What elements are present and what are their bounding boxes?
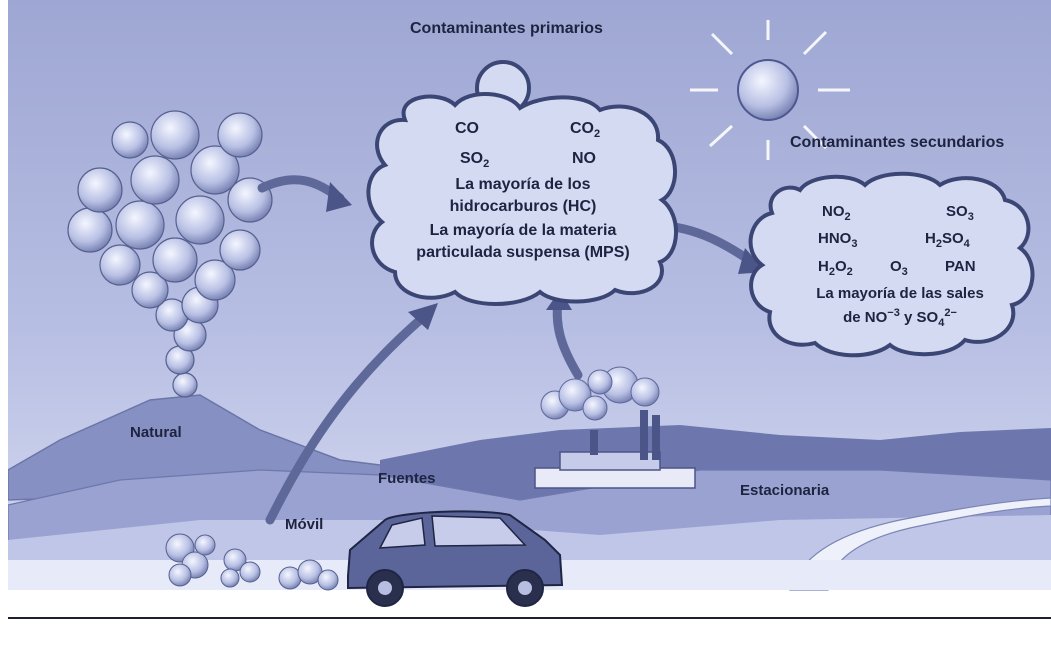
sun-icon — [690, 20, 850, 160]
formula-so2: SO2 — [460, 150, 489, 170]
label-natural: Natural — [130, 424, 182, 441]
no2-subscript: 2 — [844, 211, 851, 223]
formula-h2o2: H2O2 — [818, 258, 853, 278]
formula-o3: O3 — [890, 258, 908, 278]
secondary-salts-line1: La mayoría de las sales — [816, 285, 984, 302]
h2o2-h: H — [818, 258, 829, 275]
hno3-base: HNO — [818, 230, 852, 247]
co2-base: CO — [570, 120, 594, 137]
no2-base: NO — [822, 203, 845, 220]
formula-so3: SO3 — [946, 203, 974, 223]
h2o2-o: O — [834, 258, 847, 275]
co2-subscript: 2 — [594, 128, 601, 141]
hno3-subscript: 3 — [851, 238, 858, 250]
primary-mps-line1: La mayoría de la materia — [429, 222, 617, 239]
primary-pollutant-cloud — [366, 60, 678, 306]
formula-co: CO — [455, 120, 479, 137]
o3-base: O — [890, 258, 902, 275]
formula-no2: NO2 — [822, 203, 851, 223]
so2-subscript: 2 — [483, 158, 490, 171]
formula-co2: CO2 — [570, 120, 600, 140]
secondary-pollutants-heading: Contaminantes secundarios — [790, 134, 1005, 151]
salts-no-text: de NO — [843, 309, 888, 326]
salts-no-superscript: −3 — [887, 307, 900, 319]
h2o2-sub1: 2 — [828, 266, 835, 278]
primary-pollutants-heading: Contaminantes primarios — [410, 20, 603, 37]
h2so4-h: H — [925, 230, 936, 247]
h2o2-sub2: 2 — [846, 266, 853, 278]
primary-hc-line2: hidrocarburos (HC) — [449, 198, 597, 215]
salts-so-text: y SO — [899, 309, 939, 326]
secondary-salts-line2: de NO−3 y SO42− — [775, 307, 1025, 329]
formula-no: NO — [572, 150, 596, 167]
primary-hc-line1: La mayoría de los — [455, 176, 591, 193]
secondary-pollutant-cloud — [748, 171, 1035, 358]
exhaust-puffs — [165, 533, 339, 591]
so3-subscript: 3 — [967, 211, 974, 223]
salts-so-superscript: 2− — [944, 307, 957, 319]
arrow-movil-to-primary — [265, 315, 425, 525]
h2so4-sub2: 4 — [963, 238, 970, 250]
primary-mps-line2: particulada suspensa (MPS) — [416, 244, 630, 261]
formula-hno3: HNO3 — [818, 230, 857, 250]
label-movil: Móvil — [285, 516, 324, 533]
formula-pan: PAN — [945, 258, 976, 275]
so3-base: SO — [946, 203, 968, 220]
label-fuentes: Fuentes — [378, 470, 436, 487]
so2-base: SO — [460, 150, 484, 167]
formula-h2so4: H2SO4 — [925, 230, 970, 250]
left-margin — [0, 0, 8, 649]
label-estacionaria: Estacionaria — [740, 482, 830, 499]
o3-subscript: 3 — [901, 266, 908, 278]
volcano-plume — [67, 110, 273, 398]
car-icon — [347, 510, 564, 607]
salts-so-subscript: 4 — [938, 317, 945, 329]
h2so4-sub1: 2 — [935, 238, 942, 250]
h2so4-so: SO — [941, 230, 964, 247]
factory-icon — [534, 366, 696, 489]
